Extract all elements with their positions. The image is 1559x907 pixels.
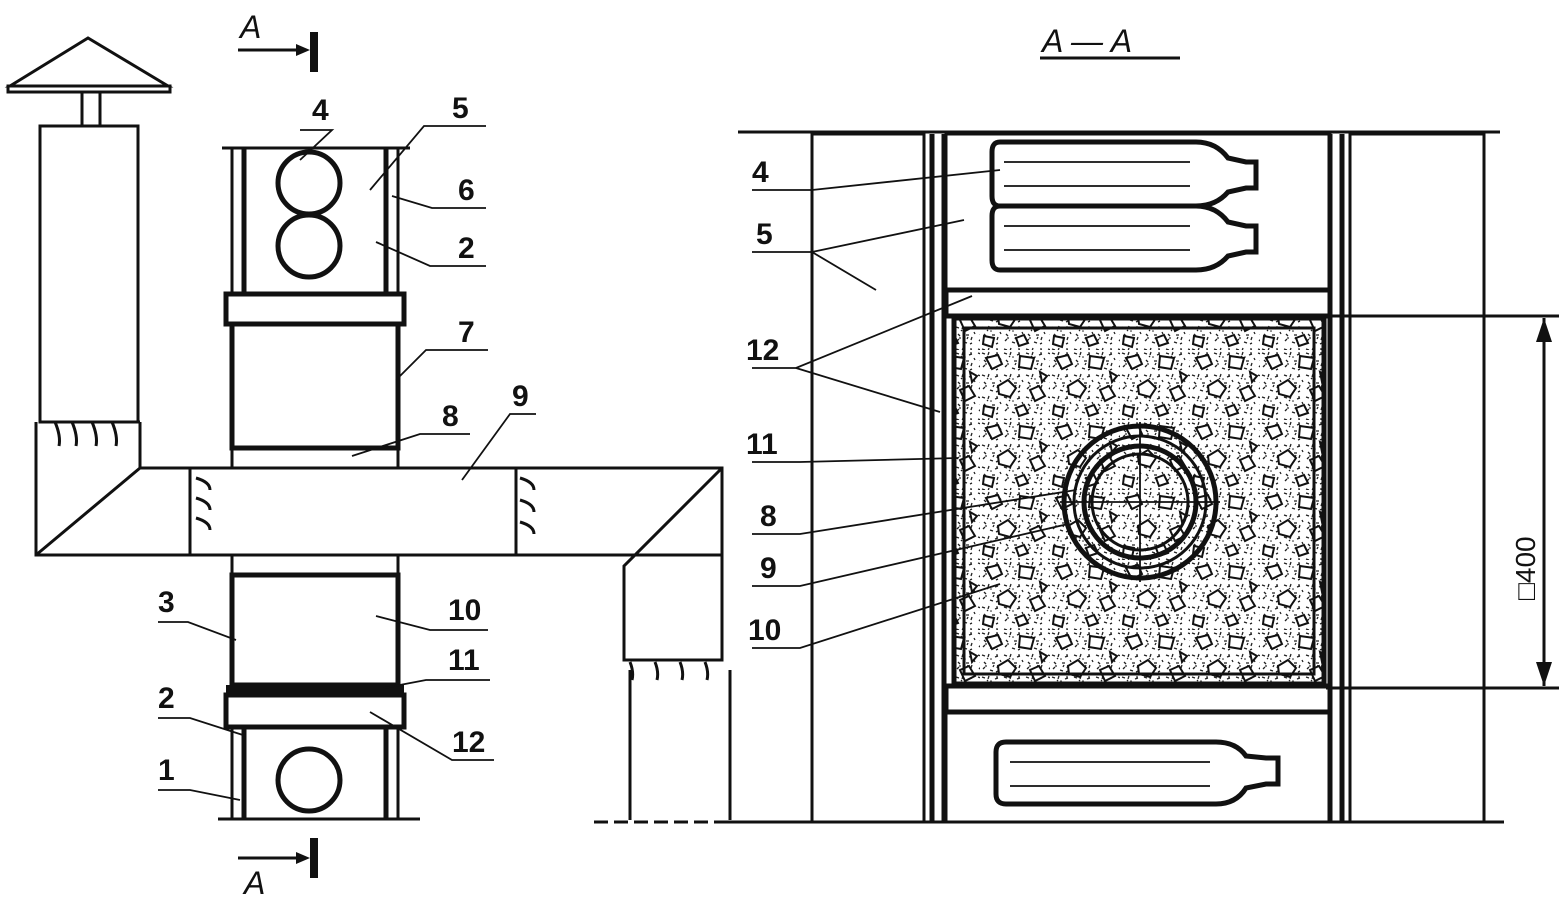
label-12-left: 12 <box>452 726 485 759</box>
label-4-right: 4 <box>752 156 769 189</box>
side-elevation-view: A A 4 5 6 2 7 8 9 10 11 12 3 2 1 <box>4 9 760 901</box>
label-11-right: 11 <box>746 428 778 461</box>
vertical-chimney-pipe <box>38 124 140 424</box>
label-12-right: 12 <box>746 334 779 367</box>
section-filler-box <box>954 318 1324 684</box>
label-11-left: 11 <box>448 644 480 677</box>
bottle-top-2 <box>275 212 343 280</box>
upper-filler-box <box>229 321 401 451</box>
label-10-left: 10 <box>448 594 481 627</box>
bottle-top-1 <box>275 149 343 217</box>
top-insulation-band <box>944 132 1332 292</box>
bottle-bottom <box>275 746 343 814</box>
metal-plate <box>226 685 404 695</box>
label-7-left: 7 <box>458 316 475 349</box>
dimension-value: □400 <box>1510 536 1541 600</box>
lower-filler-box <box>229 572 401 688</box>
label-5-left: 5 <box>452 92 469 125</box>
section-lower-beam <box>943 683 1333 715</box>
label-8-left: 8 <box>442 400 459 433</box>
bottle-section-top-2 <box>989 203 1259 273</box>
bottle-section-bottom <box>993 739 1281 807</box>
label-8-right: 8 <box>760 500 777 533</box>
section-a-a-view: A — A □400 <box>728 23 1559 824</box>
section-mark-top: A <box>238 9 261 45</box>
section-mark-bottom: A <box>242 865 265 901</box>
label-3-left: 3 <box>158 586 175 619</box>
section-upper-beam <box>943 287 1333 319</box>
label-4-left: 4 <box>312 94 329 127</box>
label-2-top-left: 2 <box>458 232 475 265</box>
wall-upper-insulated <box>230 146 400 296</box>
bottle-section-top-1 <box>989 139 1259 209</box>
dimension-extension-lines <box>1326 314 1559 690</box>
wall-left-layer <box>810 132 926 824</box>
label-5-right: 5 <box>756 218 773 251</box>
wall-right-layer <box>1348 132 1486 824</box>
chimney-cap <box>4 36 174 88</box>
lower-wood-beam <box>223 692 407 730</box>
label-9-left: 9 <box>512 380 529 413</box>
wall-lower-insulated <box>230 725 400 821</box>
label-10-right: 10 <box>748 614 781 647</box>
upper-wood-beam <box>223 291 407 327</box>
bottom-insulation-band <box>944 710 1332 824</box>
label-9-right: 9 <box>760 552 777 585</box>
label-2-bottom-left: 2 <box>158 682 175 715</box>
label-6-left: 6 <box>458 174 475 207</box>
label-1-left: 1 <box>158 754 175 787</box>
section-title: A — A <box>1040 23 1132 59</box>
